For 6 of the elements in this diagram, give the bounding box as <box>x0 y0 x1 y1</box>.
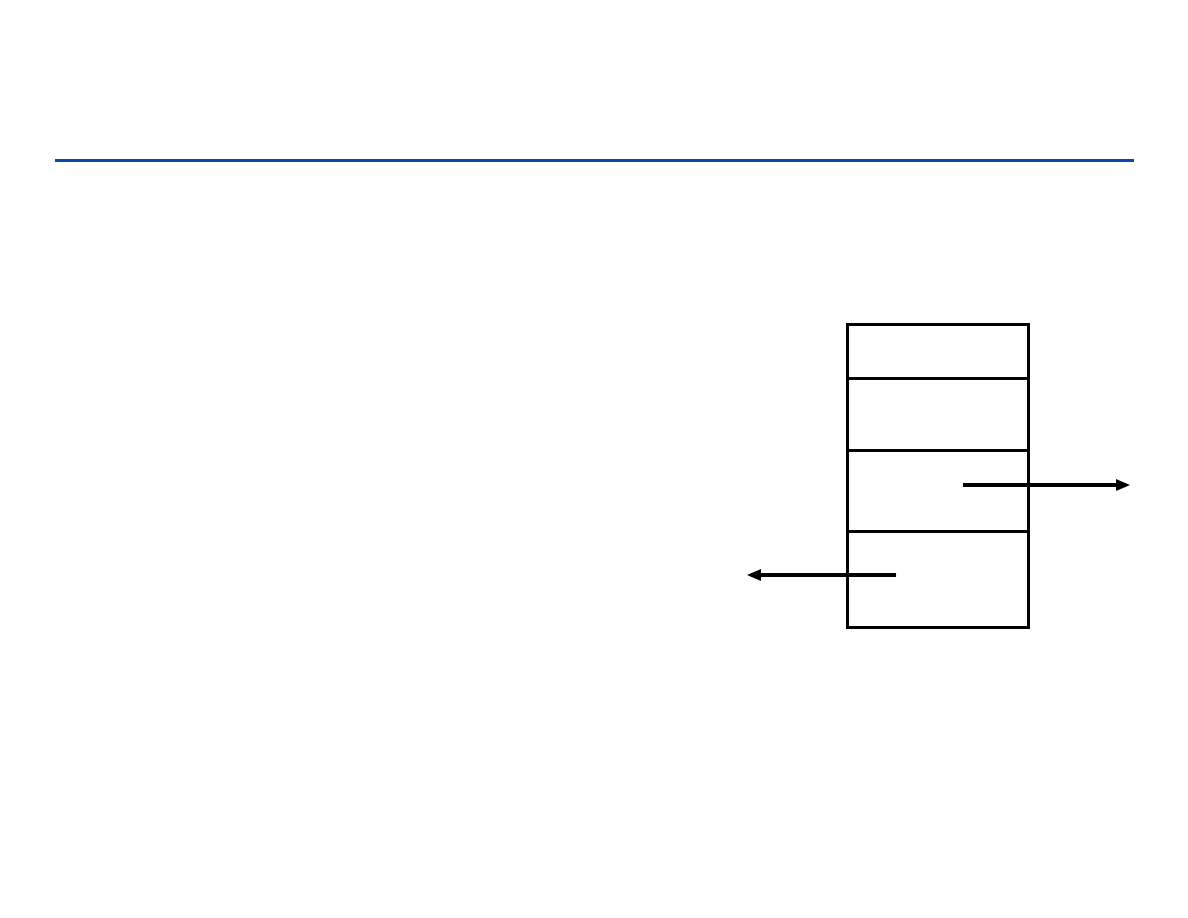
stack-cell <box>846 530 1030 629</box>
arrow <box>963 479 1130 491</box>
stack-cell <box>846 377 1030 452</box>
stack-cell <box>846 323 1030 380</box>
stack-cell <box>846 449 1030 533</box>
arrow <box>747 569 897 581</box>
